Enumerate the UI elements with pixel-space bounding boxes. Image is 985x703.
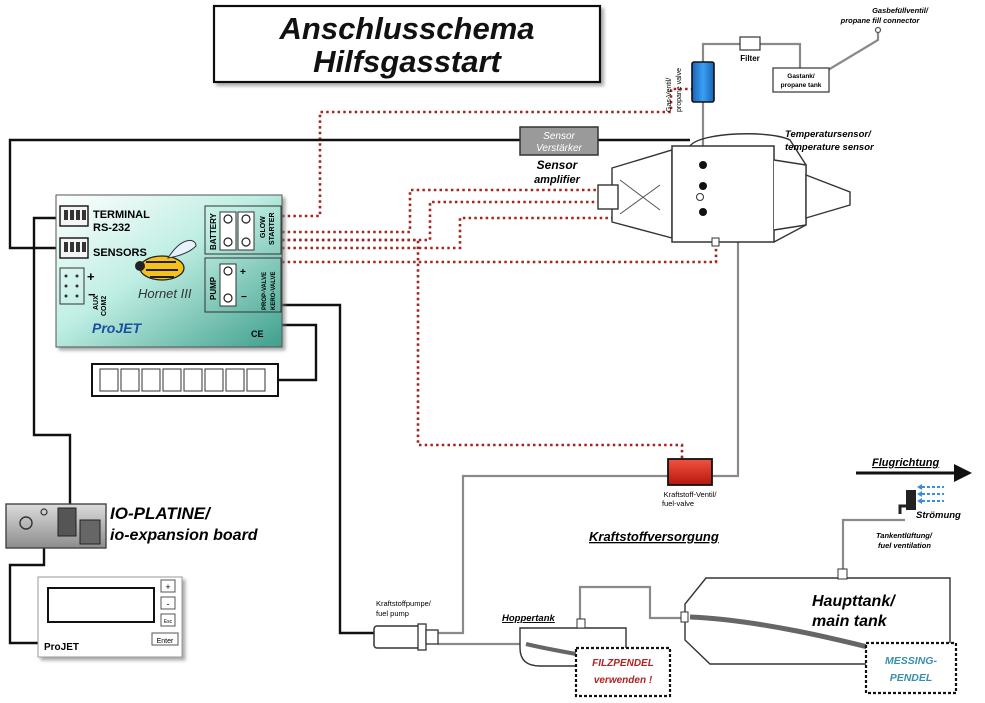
- minus-key: -: [167, 599, 170, 609]
- io-board-line2: io-expansion board: [110, 527, 259, 544]
- kero-valve-label: KERO-VALVE: [271, 272, 277, 310]
- title-line2: Hilfsgasstart: [313, 44, 502, 79]
- fill-connector-label: Gasbefüllventil/: [872, 6, 929, 15]
- plus-key: +: [165, 582, 170, 592]
- fuel-valve-line2: fuel-valve: [662, 499, 694, 508]
- fuel-pump-line1: Kraftstoffpumpe/: [376, 599, 432, 608]
- terminal-brand: ProJET: [44, 642, 79, 653]
- filter-label: Filter: [740, 54, 760, 63]
- projet-label: ProJET: [92, 320, 142, 336]
- rs232-label: RS-232: [93, 222, 130, 234]
- gastank-label-en: propane tank: [781, 82, 822, 89]
- fuel-valve-line1: Kraftstoff-Ventil/: [664, 490, 718, 499]
- vent-line2: fuel ventilation: [878, 541, 931, 550]
- svg-text:+: +: [87, 269, 95, 284]
- fuel-pump-line2: fuel pump: [376, 609, 409, 618]
- fuel-pump: Kraftstoffpumpe/ fuel pump: [373, 599, 439, 651]
- sensor-amp-line1: Sensor: [537, 158, 579, 172]
- sensor-amp-line2: amplifier: [534, 174, 581, 186]
- sensors-label: SENSORS: [93, 247, 147, 259]
- svg-text:+: +: [240, 267, 246, 278]
- title-box: Anschlusschema Hilfsgasstart: [212, 4, 602, 84]
- pump-label: PUMP: [209, 276, 218, 300]
- pump-valve-block: + − PUMP PROP-VALVE KERO-VALVE: [204, 257, 282, 313]
- brass-pendulum-note: [864, 641, 958, 695]
- flow-label: Strömung: [916, 510, 961, 521]
- hornet-logo: Hornet III: [135, 239, 197, 301]
- esc-key: Esc: [164, 619, 173, 625]
- glow-label: GLOW: [260, 216, 267, 238]
- airflow-arrows: [917, 484, 944, 504]
- propane-valve: [691, 61, 715, 103]
- starter-label: STARTER: [269, 212, 276, 245]
- grey-lines: [438, 32, 905, 646]
- dotted-wires: [282, 87, 718, 459]
- sensor-box-line1: Sensor: [543, 131, 575, 142]
- aux-com2-ports: + − AUX COM2: [59, 267, 108, 316]
- main-tank-line1: Haupttank/: [812, 593, 896, 610]
- hopper-label: Hoppertank: [502, 613, 556, 624]
- vent-line1: Tankentlüftung/: [876, 531, 933, 540]
- felt-pendulum-line1: FILZPENDEL: [592, 658, 654, 669]
- io-board: IO-PLATINE/ io-expansion board: [5, 503, 259, 549]
- battery-label: BATTERY: [209, 212, 218, 250]
- battery-pack: [91, 363, 279, 397]
- felt-pendulum-line2: verwenden !: [594, 675, 653, 686]
- hopper-tank: Hoppertank FILZPENDEL verwenden !: [502, 613, 672, 698]
- temp-sensor-line1: Temperatursensor/: [785, 129, 872, 140]
- fuel-valve: Kraftstoff-Ventil/ fuel-valve: [662, 458, 718, 508]
- propane-valve-label: Gas-Ventil/: [666, 78, 673, 112]
- prop-valve-label: PROP-VALVE: [262, 272, 268, 310]
- terminal-label: TERMINAL: [93, 209, 150, 221]
- fuel-supply-heading: Kraftstoffversorgung: [589, 529, 719, 544]
- felt-pendulum-note: [574, 646, 672, 698]
- fill-connector-label-en: propane fill connector: [840, 16, 921, 25]
- io-board-line1: IO-PLATINE/: [110, 504, 212, 523]
- ce-mark: CE: [251, 329, 264, 339]
- aux-label: AUX: [93, 295, 100, 310]
- battery-starter-block: BATTERY GLOW STARTER: [204, 205, 282, 255]
- sensor-amplifier: Sensor Verstärker Sensor amplifier: [519, 126, 599, 186]
- gastank-label: Gastank/: [787, 73, 815, 80]
- svg-text:−: −: [88, 287, 96, 302]
- flight-direction: Flugrichtung Strömung: [856, 457, 972, 521]
- flight-direction-label: Flugrichtung: [872, 457, 939, 469]
- propane-valve-label-en: propane valve: [676, 68, 683, 112]
- terminal-unit: + - Esc Enter ProJET: [37, 576, 183, 658]
- propane-section: Gasbefüllventil/ propane fill connector …: [666, 6, 929, 112]
- sensor-box-line2: Verstärker: [536, 143, 582, 154]
- temp-sensor-line2: temperature sensor: [785, 142, 875, 153]
- brass-pendulum-line2: PENDEL: [890, 672, 933, 684]
- black-wires: [8, 138, 690, 645]
- logo-text: Hornet III: [138, 286, 192, 301]
- turbine-engine: Temperatursensor/ temperature sensor: [597, 129, 875, 247]
- title-line1: Anschlusschema: [279, 11, 535, 46]
- svg-text:−: −: [241, 292, 247, 303]
- gas-filter: [739, 36, 761, 51]
- brass-pendulum-line1: MESSING-: [885, 655, 937, 667]
- propane-tank: Gastank/ propane tank: [772, 67, 830, 93]
- sensors-connector: [59, 237, 89, 259]
- com2-label: COM2: [101, 296, 108, 316]
- main-tank: Haupttank/ main tank MESSING- PENDEL: [680, 568, 958, 695]
- enter-key: Enter: [157, 638, 174, 645]
- terminal-connector: [59, 205, 89, 227]
- ecu-board: TERMINAL RS-232 SENSORS + − AUX COM2 Hor…: [55, 194, 283, 348]
- main-tank-line2: main tank: [812, 613, 888, 630]
